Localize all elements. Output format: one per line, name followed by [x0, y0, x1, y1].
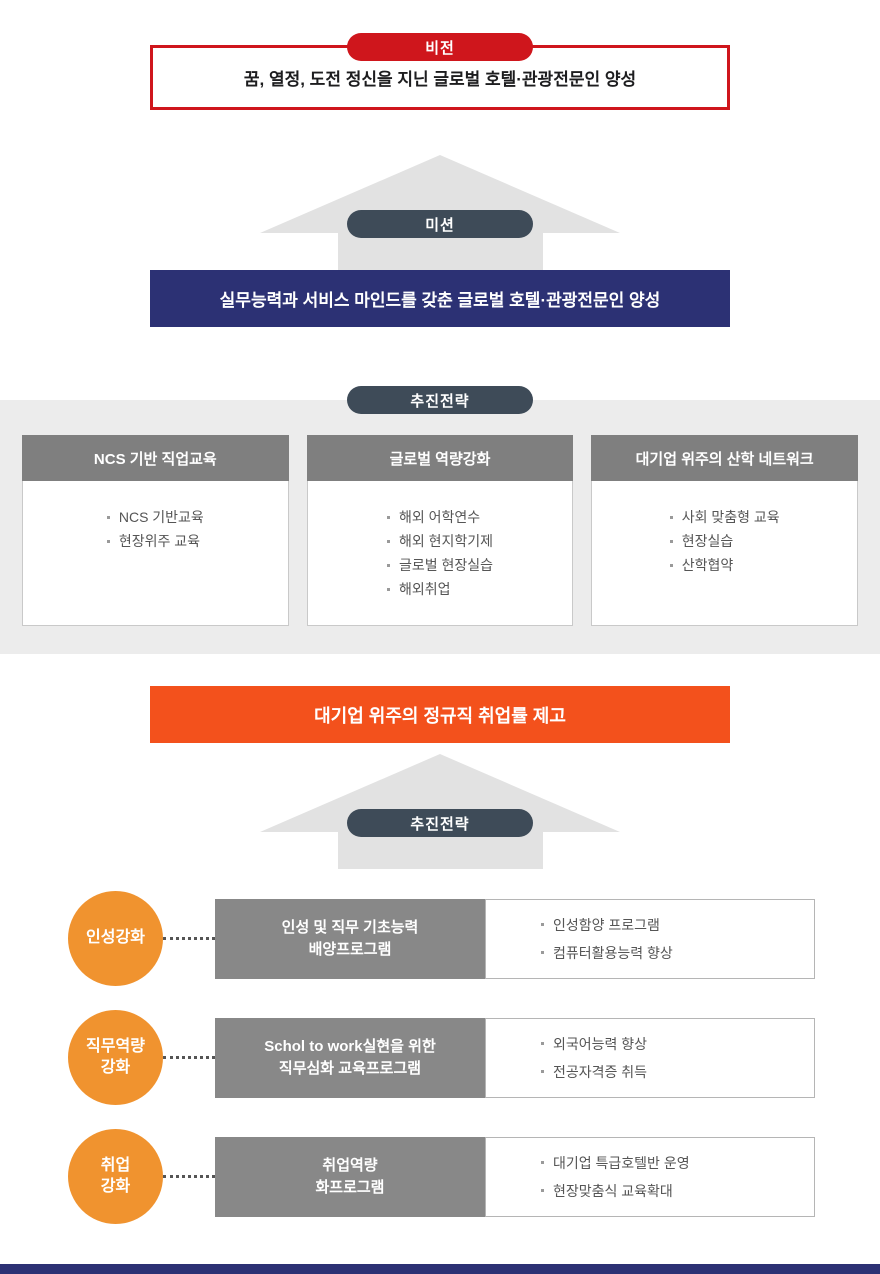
vision-box: 비전 꿈, 열정, 도전 정신을 지닌 글로벌 호텔·관광전문인 양성 [150, 33, 730, 110]
list-item: 현장실습 [669, 529, 780, 553]
column-body: 해외 어학연수 해외 현지학기제 글로벌 현장실습 해외취업 [306, 481, 574, 626]
item-label: 현장실습 [681, 533, 734, 549]
bullet-square-icon [106, 515, 110, 519]
mission-badge: 미션 [347, 210, 533, 238]
program-box: 인성 및 직무 기초능력 배양프로그램 [215, 898, 485, 979]
program-circle: 취업 강화 [68, 1129, 163, 1224]
dotted-connector [163, 1056, 215, 1059]
item-label: 사회 맞춤형 교육 [681, 509, 780, 525]
column-title: NCS 기반 직업교육 [22, 435, 289, 481]
arrow-stem [337, 233, 543, 270]
list-item: 컴퓨터활용능력 향상 [541, 941, 814, 965]
bullet-square-icon [541, 951, 544, 954]
bullet-square-icon [541, 1070, 544, 1073]
bullet-square-icon [541, 1042, 544, 1045]
list-item: 현장위주 교육 [106, 529, 204, 553]
mission-text: 실무능력과 서비스 마인드를 갖춘 글로벌 호텔·관광전문인 양성 [219, 291, 661, 310]
program-item-box: 인성함양 프로그램 컴퓨터활용능력 향상 [485, 898, 815, 979]
item-label: 전공자격증 취득 [553, 1063, 648, 1080]
item-label: 글로벌 현장실습 [398, 557, 494, 573]
list-item: 해외 현지학기제 [386, 529, 494, 553]
footer-bar [0, 1264, 880, 1274]
column-title: 대기업 위주의 산학 네트워크 [591, 435, 859, 481]
bullet-square-icon [386, 515, 390, 519]
list-item: 글로벌 현장실습 [386, 553, 494, 577]
arrow-stem [337, 832, 543, 869]
bullet-square-icon [386, 587, 390, 591]
bullet-square-icon [541, 1161, 544, 1164]
programs-badge: 추진전략 [347, 809, 533, 837]
item-label: 해외취업 [398, 581, 451, 597]
item-label: 해외 현지학기제 [398, 533, 494, 549]
mission-box: 실무능력과 서비스 마인드를 갖춘 글로벌 호텔·관광전문인 양성 [150, 270, 730, 327]
bullet-square-icon [541, 1189, 544, 1192]
list-item: 사회 맞춤형 교육 [669, 505, 780, 529]
column-body: 사회 맞춤형 교육 현장실습 산학협약 [591, 481, 859, 626]
mission-arrow: 미션 [230, 155, 650, 270]
dotted-connector [163, 937, 215, 940]
vision-badge: 비전 [347, 33, 533, 61]
column-title: 글로벌 역량강화 [306, 435, 574, 481]
program-row-jobskill: 직무역량 강화 Schol to work실현을 위한 직무심화 교육프로그램 … [0, 1010, 880, 1105]
list-item: 인성함양 프로그램 [541, 913, 814, 937]
list-item: 해외취업 [386, 577, 493, 601]
column-item-list: 해외 어학연수 해외 현지학기제 글로벌 현장실습 해외취업 [386, 505, 494, 601]
programs-arrow: 추진전략 [230, 754, 650, 869]
item-label: 현장맞춤식 교육확대 [553, 1182, 673, 1199]
list-item: 전공자격증 취득 [541, 1060, 814, 1084]
program-circle: 직무역량 강화 [68, 1010, 163, 1105]
program-row-personality: 인성강화 인성 및 직무 기초능력 배양프로그램 인성함양 프로그램 컴퓨터활용… [0, 891, 880, 986]
program-box: 취업역량 화프로그램 [215, 1136, 485, 1217]
list-item: 현장맞춤식 교육확대 [541, 1179, 814, 1203]
bullet-square-icon [106, 539, 110, 543]
bullet-square-icon [669, 539, 673, 543]
bullet-square-icon [541, 923, 544, 926]
strategy-column-network: 대기업 위주의 산학 네트워크 사회 맞춤형 교육 현장실습 산학협약 [591, 435, 859, 626]
goal-box: 대기업 위주의 정규직 취업률 제고 [150, 686, 730, 743]
vision-text: 꿈, 열정, 도전 정신을 지닌 글로벌 호텔·관광전문인 양성 [243, 70, 637, 89]
bullet-square-icon [386, 539, 390, 543]
item-label: 산학협약 [681, 557, 734, 573]
list-item: 산학협약 [669, 553, 780, 577]
program-item-box: 외국어능력 향상 전공자격증 취득 [485, 1017, 815, 1098]
column-item-list: NCS 기반교육 현장위주 교육 [106, 505, 204, 601]
program-row-employment: 취업 강화 취업역량 화프로그램 대기업 특급호텔반 운영 현장맞춤식 교육확대 [0, 1129, 880, 1224]
item-label: 해외 어학연수 [398, 509, 481, 525]
program-circle: 인성강화 [68, 891, 163, 986]
item-label: 대기업 특급호텔반 운영 [553, 1154, 690, 1171]
item-label: 현장위주 교육 [118, 533, 201, 549]
column-body: NCS 기반교육 현장위주 교육 [22, 481, 289, 626]
item-label: 컴퓨터활용능력 향상 [553, 944, 673, 961]
list-item: 외국어능력 향상 [541, 1032, 814, 1056]
bullet-square-icon [669, 515, 673, 519]
column-item-list: 사회 맞춤형 교육 현장실습 산학협약 [669, 505, 780, 601]
program-rows: 인성강화 인성 및 직무 기초능력 배양프로그램 인성함양 프로그램 컴퓨터활용… [0, 891, 880, 1224]
item-label: 인성함양 프로그램 [553, 916, 660, 933]
program-item-box: 대기업 특급호텔반 운영 현장맞춤식 교육확대 [485, 1136, 815, 1217]
item-label: NCS 기반교육 [118, 509, 204, 525]
strategy-column-global: 글로벌 역량강화 해외 어학연수 해외 현지학기제 글로벌 현장실습 해외취업 [306, 435, 574, 626]
strategy-badge: 추진전략 [347, 386, 533, 414]
program-box: Schol to work실현을 위한 직무심화 교육프로그램 [215, 1017, 485, 1098]
bullet-square-icon [386, 563, 390, 567]
list-item: NCS 기반교육 [106, 505, 204, 529]
strategy-section: 추진전략 NCS 기반 직업교육 NCS 기반교육 현장위주 교육 글로벌 역량… [0, 386, 880, 654]
goal-text: 대기업 위주의 정규직 취업률 제고 [314, 705, 566, 726]
item-label: 외국어능력 향상 [553, 1035, 648, 1052]
list-item: 대기업 특급호텔반 운영 [541, 1151, 814, 1175]
bullet-square-icon [669, 563, 673, 567]
strategy-column-ncs: NCS 기반 직업교육 NCS 기반교육 현장위주 교육 [22, 435, 289, 626]
list-item: 해외 어학연수 [386, 505, 493, 529]
strategy-columns: NCS 기반 직업교육 NCS 기반교육 현장위주 교육 글로벌 역량강화 해외… [22, 435, 859, 626]
dotted-connector [163, 1175, 215, 1178]
